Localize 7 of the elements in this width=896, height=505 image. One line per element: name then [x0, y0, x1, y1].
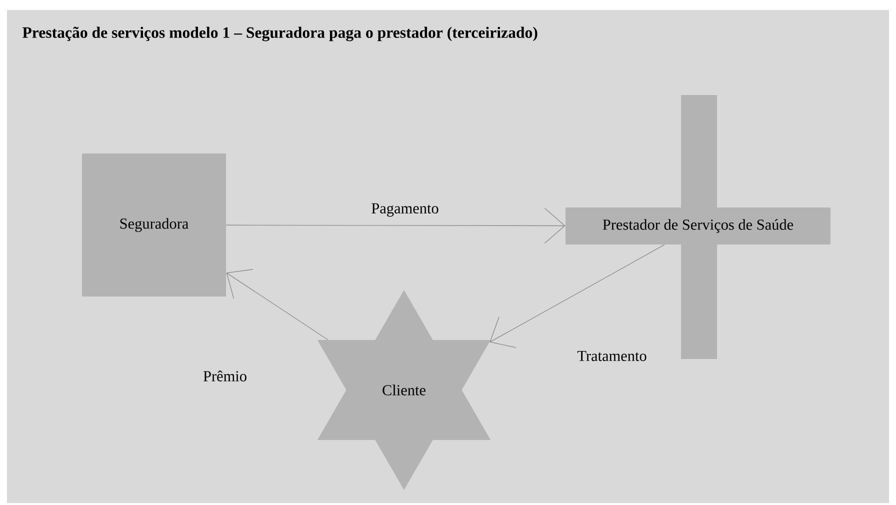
square-box: Seguradora: [82, 154, 226, 296]
arrow: [490, 244, 665, 348]
arrow: [226, 208, 566, 244]
edge-label: Prêmio: [202, 369, 248, 383]
arrow: [226, 269, 328, 340]
title: Prestação de serviços modelo 1 – Seguradora paga o prestador (terceirizado): [22, 26, 538, 42]
edge-label: Pagamento: [370, 202, 440, 218]
